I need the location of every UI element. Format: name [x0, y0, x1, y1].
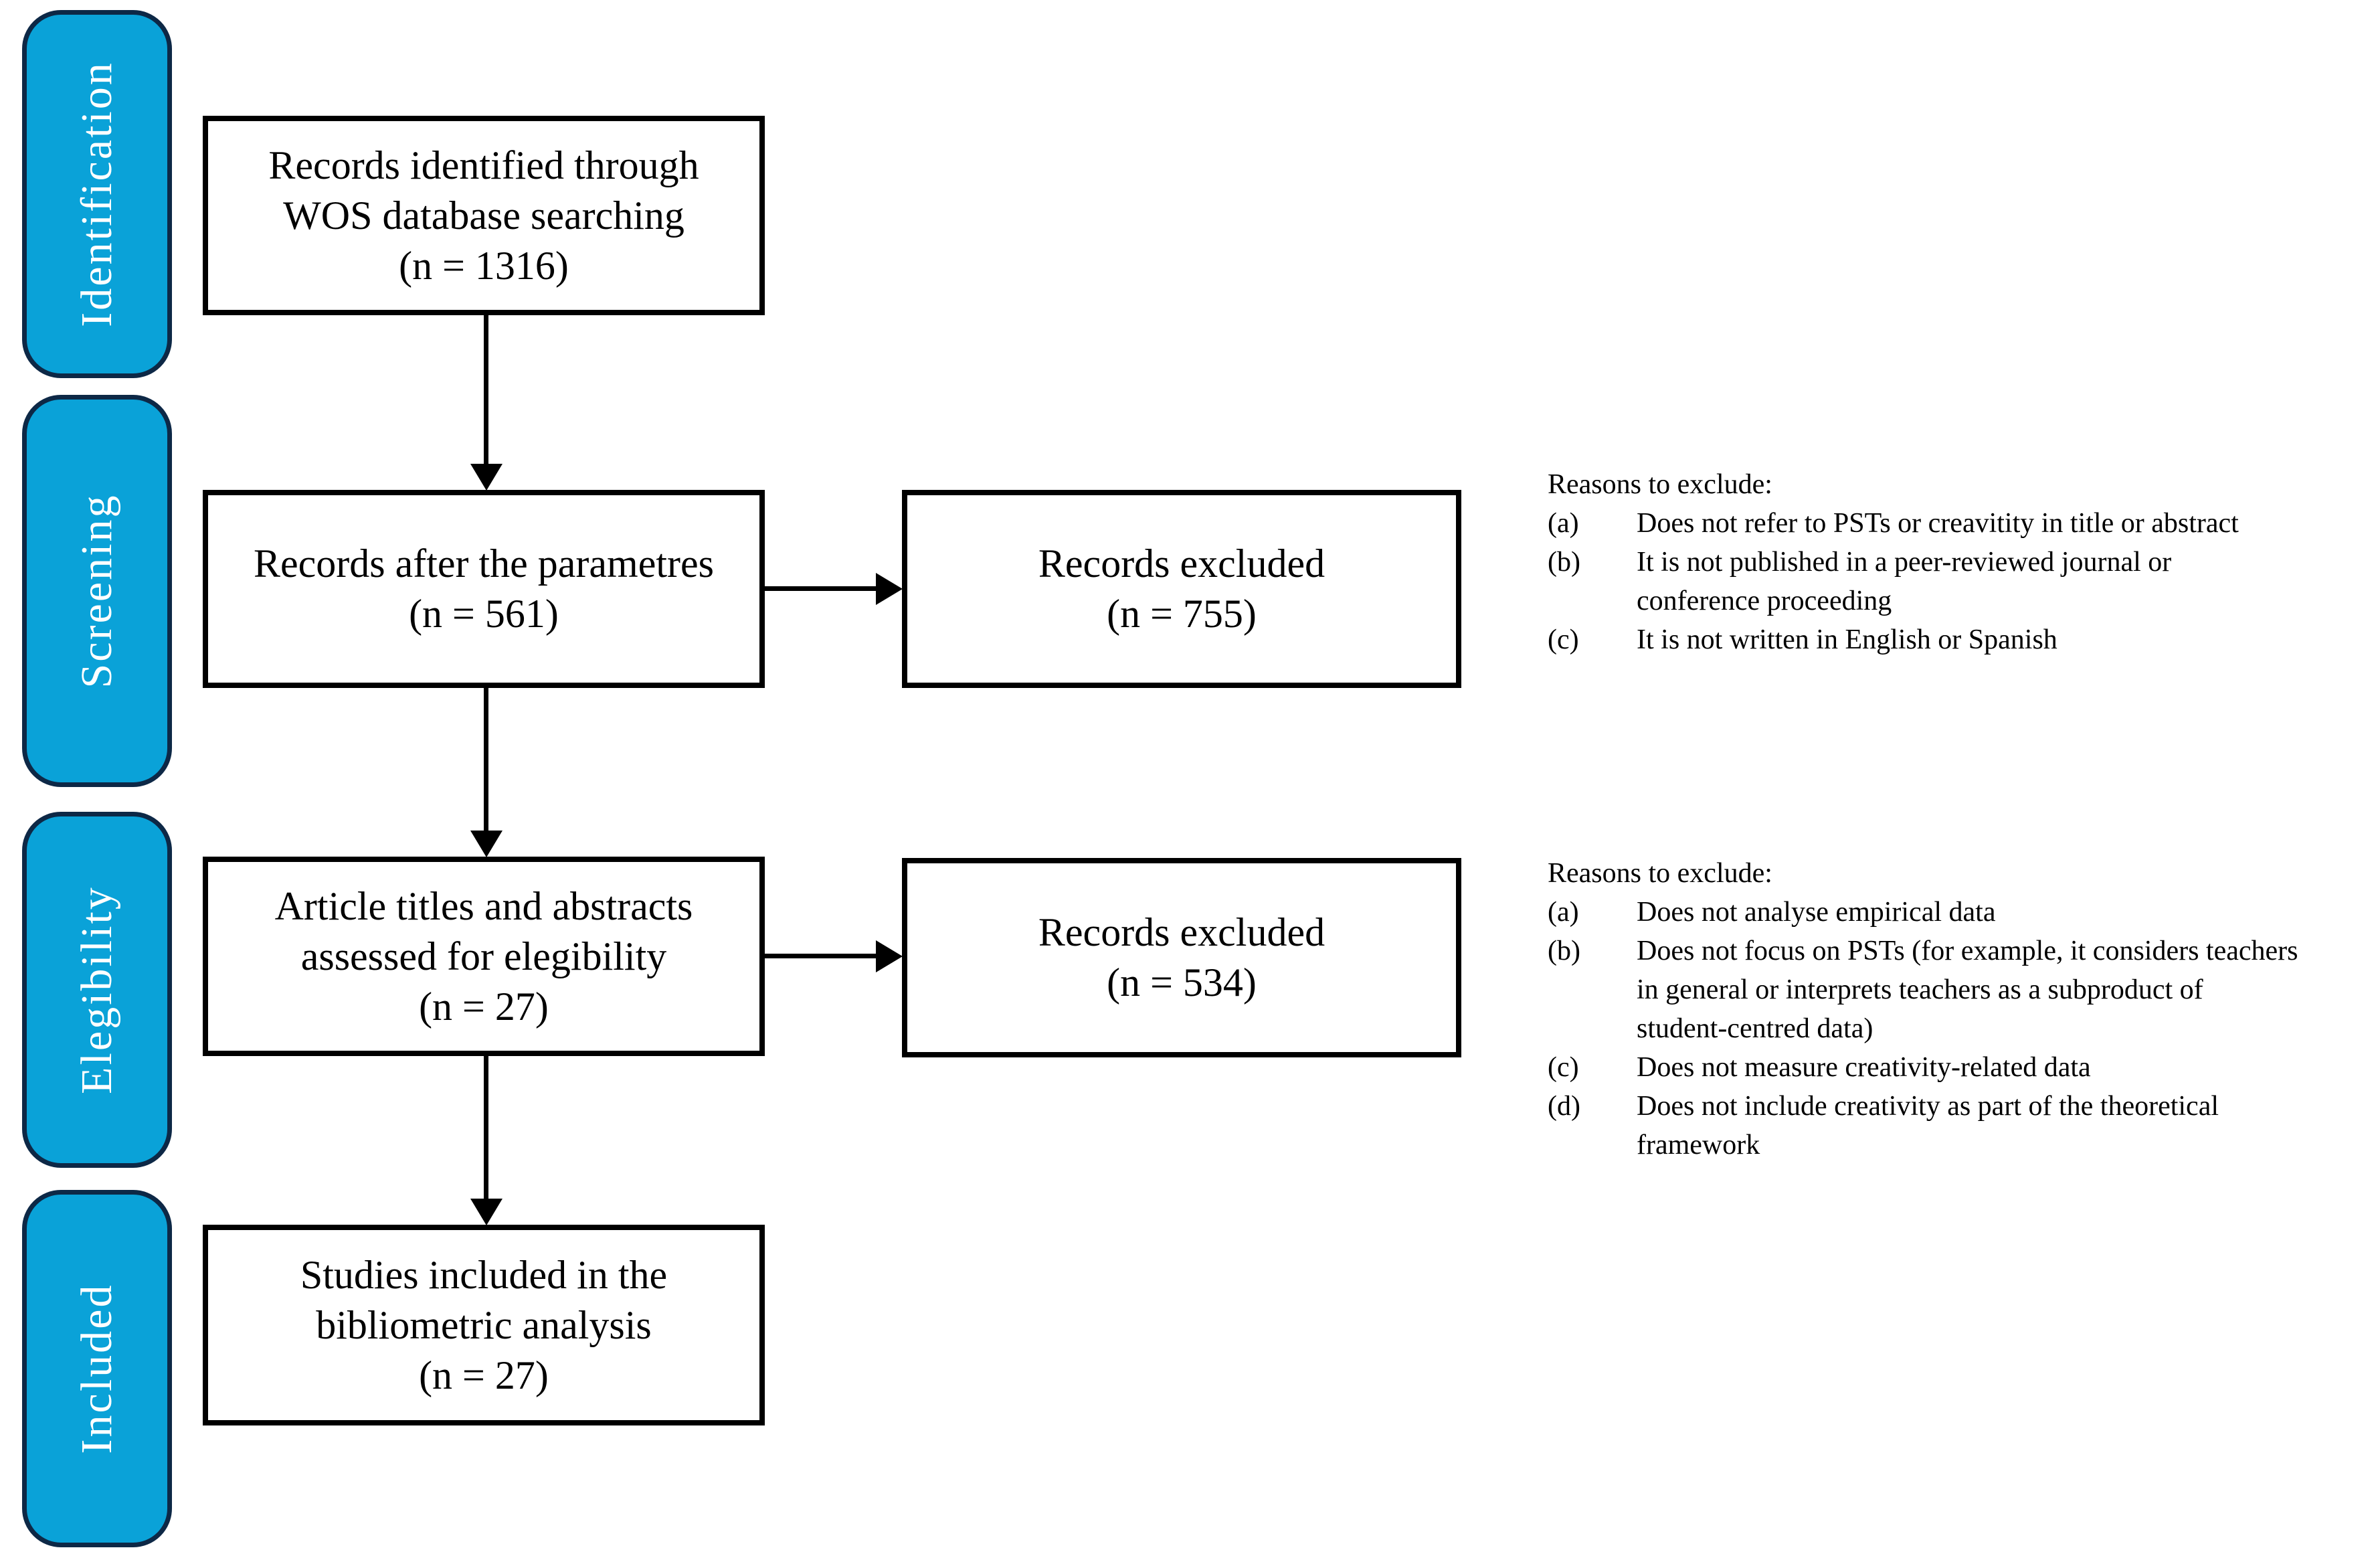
reasons-eligibility-title: Reasons to exclude:	[1548, 858, 1772, 889]
stage-pill-included: Included	[22, 1190, 172, 1547]
reason-text: Does not refer to PSTs or creavitity in …	[1637, 508, 2239, 539]
reason-item: (c) Does not measure creativity-related …	[1548, 1048, 2298, 1087]
arrow-assessed-to-excluded-head-icon	[876, 940, 903, 972]
box-records-excluded-eligibility: Records excluded (n = 534)	[902, 858, 1461, 1057]
reason-item: (d) Does not include creativity as part …	[1548, 1087, 2298, 1164]
box-records-after-parameters: Records after the parametres (n = 561)	[203, 490, 765, 688]
stage-pill-eligibility: Elegibility	[22, 812, 172, 1168]
box-assessed-for-eligibility: Article titles and abstracts assessed fo…	[203, 857, 765, 1056]
box-records-identified: Records identified through WOS database …	[203, 116, 765, 315]
reason-text: It is not written in English or Spanish	[1637, 624, 2057, 655]
stage-label-included: Included	[72, 1283, 121, 1454]
reason-text: Does not include creativity as part of t…	[1637, 1091, 2219, 1160]
arrow-identified-to-after-line	[484, 315, 488, 466]
arrow-identified-to-after-head-icon	[470, 464, 502, 491]
reason-item: (b) It is not published in a peer-review…	[1548, 543, 2239, 620]
arrow-after-to-excluded-head-icon	[876, 573, 903, 605]
box-studies-included: Studies included in the bibliometric ana…	[203, 1225, 765, 1425]
reason-label: (d)	[1548, 1091, 1580, 1122]
reason-text: Does not focus on PSTs (for example, it …	[1637, 936, 2298, 1044]
reason-label: (a)	[1548, 508, 1579, 539]
arrow-after-to-assessed-head-icon	[470, 831, 502, 857]
reason-label: (a)	[1548, 897, 1579, 928]
arrow-assessed-to-excluded-line	[764, 954, 878, 958]
reasons-screening-title: Reasons to exclude:	[1548, 469, 1772, 500]
reasons-screening: Reasons to exclude: (a) Does not refer t…	[1548, 465, 2239, 659]
reason-label: (b)	[1548, 936, 1580, 966]
reason-label: (c)	[1548, 624, 1579, 655]
box-studies-included-text: Studies included in the bibliometric ana…	[300, 1252, 668, 1397]
reason-text: Does not measure creativity-related data	[1637, 1052, 2091, 1083]
arrow-after-to-excluded-line	[764, 586, 878, 591]
reason-item: (c) It is not written in English or Span…	[1548, 620, 2239, 659]
reason-text: It is not published in a peer-reviewed j…	[1637, 547, 2172, 616]
box-records-excluded-eligibility-text: Records excluded (n = 534)	[1038, 910, 1325, 1005]
reason-item: (a) Does not refer to PSTs or creavitity…	[1548, 504, 2239, 543]
stage-label-identification: Identification	[72, 61, 121, 327]
stage-label-screening: Screening	[72, 493, 121, 689]
stage-pill-identification: Identification	[22, 10, 172, 378]
stage-pill-screening: Screening	[22, 395, 172, 787]
box-records-after-parameters-text: Records after the parametres (n = 561)	[254, 541, 714, 636]
stage-label-eligibility: Elegibility	[72, 885, 121, 1094]
box-records-identified-text: Records identified through WOS database …	[268, 143, 699, 288]
arrow-assessed-to-included-line	[484, 1056, 488, 1200]
reason-label: (b)	[1548, 547, 1580, 578]
reason-item: (b) Does not focus on PSTs (for example,…	[1548, 932, 2298, 1048]
arrow-after-to-assessed-line	[484, 688, 488, 833]
reason-item: (a) Does not analyse empirical data	[1548, 893, 2298, 932]
box-records-excluded-screening-text: Records excluded (n = 755)	[1038, 541, 1325, 636]
box-assessed-for-eligibility-text: Article titles and abstracts assessed fo…	[274, 883, 693, 1029]
reasons-eligibility: Reasons to exclude: (a) Does not analyse…	[1548, 854, 2298, 1164]
arrow-assessed-to-included-head-icon	[470, 1199, 502, 1225]
reason-label: (c)	[1548, 1052, 1579, 1083]
box-records-excluded-screening: Records excluded (n = 755)	[902, 490, 1461, 688]
reason-text: Does not analyse empirical data	[1637, 897, 1996, 928]
